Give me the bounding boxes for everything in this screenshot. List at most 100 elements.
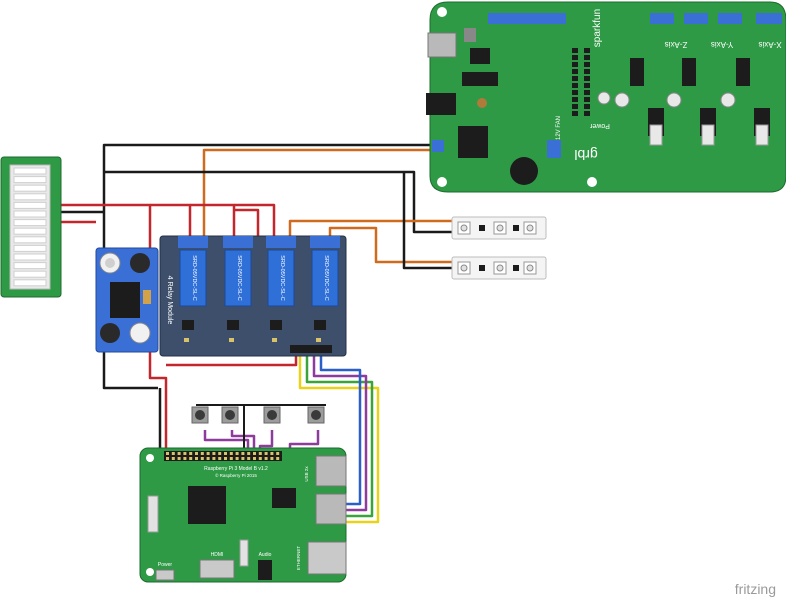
grbl-header-pin [572,62,578,67]
led-strip-1 [451,216,547,240]
push-buttons [191,406,325,424]
relay-body [224,249,252,307]
grbl-product-label: grbl [574,147,597,163]
gpio-pin [189,457,193,460]
relay-led [272,338,277,342]
push-button-cap [195,410,205,420]
gpio-pin [218,457,222,460]
grbl-header-pin [584,69,590,74]
gpio-pin [183,457,187,460]
ps-terminal [13,167,47,175]
gpio-pin [195,457,198,460]
stepper-capacitor [720,92,736,108]
push-button-cap [225,410,235,420]
grbl-board: sparkfun grbl Power 12V FAN X-Axis Y-Axi… [426,1,786,193]
rgb-led-lens [526,264,534,272]
led-resistor [513,265,519,271]
gpio-pin [212,457,216,460]
wire-orange-led1 [288,219,452,236]
power-supply-board [0,156,62,298]
grbl-header-pin [572,76,578,81]
grbl-header-pin [584,97,590,102]
relay-label: SRD-05VDC-SL-C [323,255,329,301]
ps-terminal [13,176,47,184]
gpio-pin [229,452,233,455]
rgb-led-lens [460,264,468,272]
stepper-driver-chip [682,58,696,86]
relay-label: SRD-05VDC-SL-C [191,255,197,301]
relay-label: SRD-05VDC-SL-C [279,255,285,301]
gpio-pin [247,452,251,455]
wire-red-pi1 [148,340,168,452]
wire-btn1 [203,430,250,452]
grbl-axis-x: X-Axis [758,40,781,49]
gpio-pin [171,457,175,460]
wire-black-led2 [402,172,452,270]
gpio-pin [200,457,204,460]
grbl-fan-label: 12V FAN [556,116,562,140]
gpio-pin [270,457,274,460]
gpio-pin [200,452,204,455]
stepper-module [649,124,663,146]
wire-red-relay4 [234,208,260,236]
stepper-driver-chip [736,58,750,86]
relay-terminal-block [178,236,208,248]
gpio-pin [270,452,274,455]
relay-module-title: 4 Relay Module [166,276,173,325]
grbl-axis-y: Y-Axis [711,40,733,49]
grbl-brand-label: sparkfun [592,9,603,47]
rgb-led-lens [526,224,534,232]
led-resistor [513,225,519,231]
grbl-header-pin [584,48,590,53]
wire-red-relay2 [190,203,236,236]
wire-orange-led2 [328,226,452,264]
led-strips [451,216,547,280]
grbl-header-pin [572,111,578,116]
gpio-pin [258,452,262,455]
gpio-pin [177,452,181,455]
gpio-pin [241,457,245,460]
relay-label: SRD-05VDC-SL-C [236,255,242,301]
ps-terminal [13,262,47,270]
fritzing-watermark: fritzing [735,581,776,597]
ps-terminal [13,270,47,278]
grbl-header-pin [572,55,578,60]
grbl-header-pin [584,62,590,67]
led-resistor [479,225,485,231]
grbl-header-pin [584,111,590,116]
gpio-pin [253,457,256,460]
gpio-pin [206,452,210,455]
gpio-pin [212,452,216,455]
gpio-pin [166,452,169,455]
relay-optocoupler [182,320,194,330]
grbl-axis-z: Z-Axis [665,40,688,49]
stepper-capacitor [614,92,630,108]
gpio-pin [218,452,222,455]
gpio-pin [171,452,175,455]
grbl-header-pin [572,83,578,88]
gpio-pin [195,452,198,455]
pi-copyright-label: © Raspberry Pi 2015 [215,472,257,478]
grbl-header-pin [572,97,578,102]
ps-terminal [13,227,47,235]
grbl-header-pin [572,69,578,74]
grbl-header-pin [572,104,578,109]
push-button-cap [311,410,321,420]
stepper-module [755,124,769,146]
ps-terminal [13,244,47,252]
rgb-led-lens [460,224,468,232]
led-strip-2 [451,256,547,280]
gpio-pin [229,457,233,460]
relay-body [267,249,295,307]
grbl-header-pin [584,76,590,81]
buck-converter [95,247,159,353]
rgb-led-lens [496,224,504,232]
ps-terminal [13,210,47,218]
gpio-pin [241,452,245,455]
relay-terminal-block [310,236,340,248]
relay-optocoupler [314,320,326,330]
rgb-led-lens [496,264,504,272]
pi-power-label: Power [158,562,173,568]
gpio-pin [177,457,181,460]
